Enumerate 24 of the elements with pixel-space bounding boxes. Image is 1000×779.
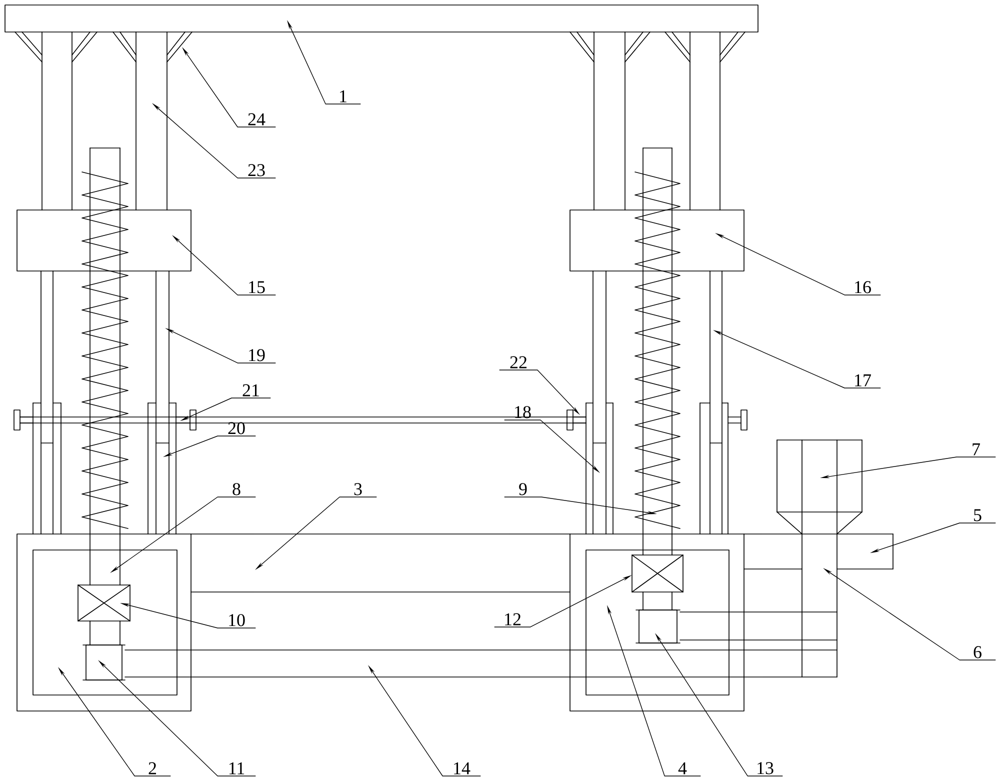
callout-number: 1 <box>340 90 346 102</box>
callout-number: 14 <box>454 762 470 774</box>
callout-number: 11 <box>229 762 244 774</box>
callout-number: 15 <box>249 281 265 294</box>
callout-number: 8 <box>232 483 240 496</box>
callout-number: 23 <box>248 164 265 176</box>
callout-number: 9 <box>519 483 527 496</box>
callout-number: 12 <box>505 613 520 626</box>
callout-number: 22 <box>510 356 526 368</box>
callout-number: 13 <box>758 762 774 774</box>
callout-number: 6 <box>974 646 982 658</box>
callout-number: 7 <box>972 443 980 456</box>
callout-number: 16 <box>855 281 871 294</box>
callout-number: 17 <box>855 374 871 386</box>
callout-number: 20 <box>228 422 245 434</box>
callout-number: 24 <box>248 113 266 126</box>
callout-number: 19 <box>249 349 265 362</box>
callout-number: 3 <box>354 483 362 496</box>
callout-number: 18 <box>515 406 531 418</box>
callout-number: 4 <box>678 762 687 774</box>
callout-number: 2 <box>148 762 156 774</box>
callout-number: 21 <box>242 384 259 396</box>
callout-number: 10 <box>229 614 245 626</box>
callout-number: 5 <box>974 509 982 522</box>
